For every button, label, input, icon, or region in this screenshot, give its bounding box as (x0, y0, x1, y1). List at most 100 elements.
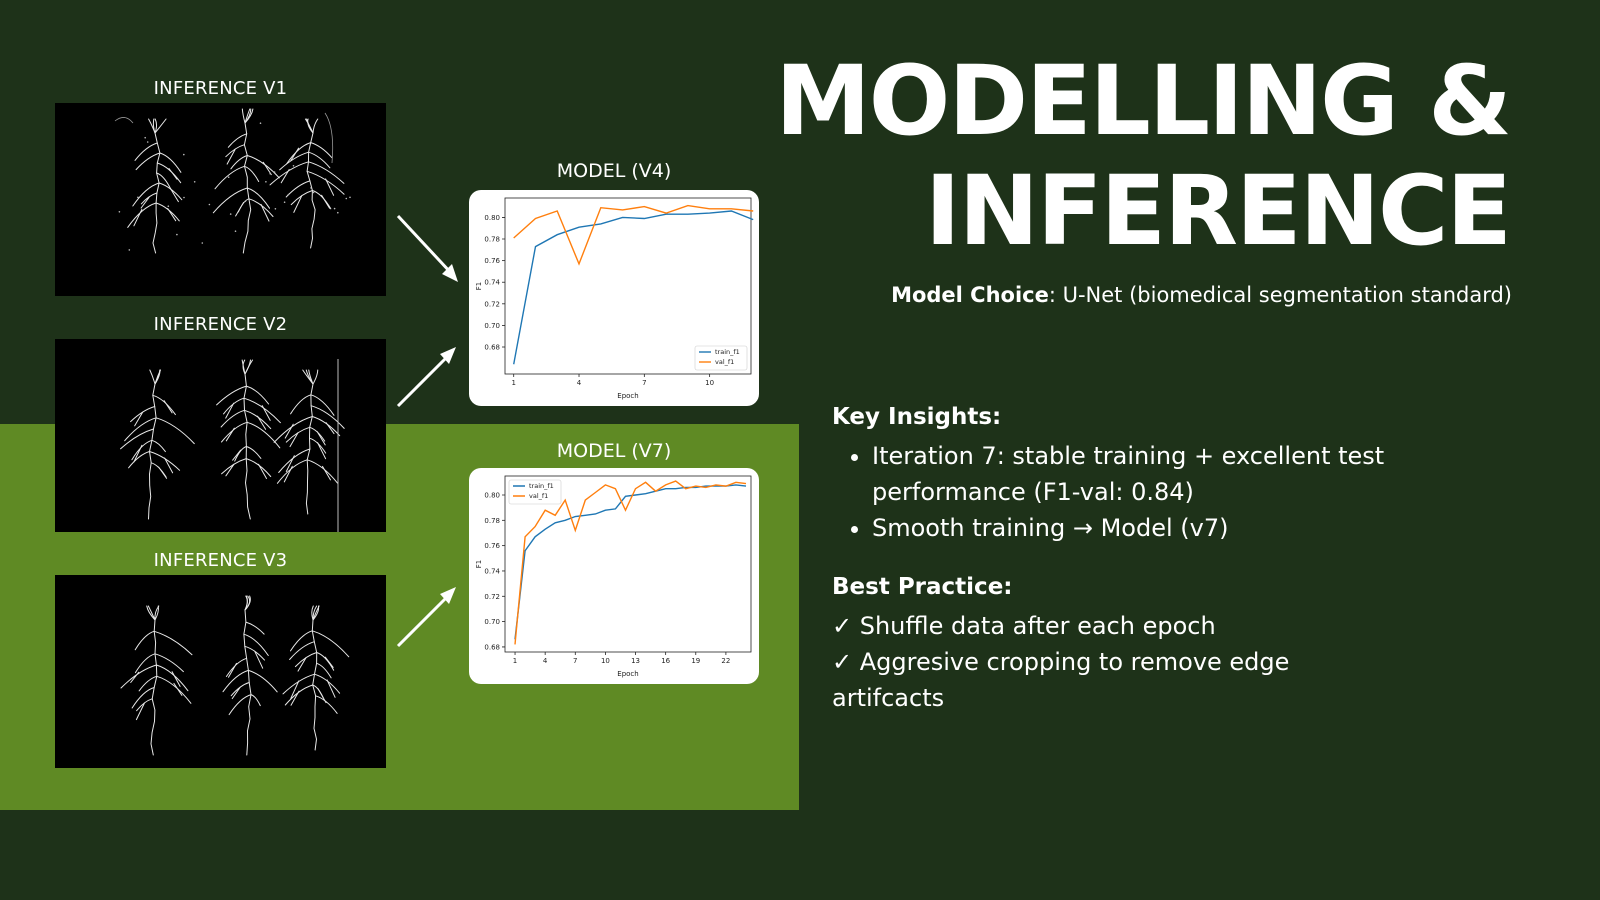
y-tick-label: 0.70 (484, 322, 500, 330)
lateral-root (140, 192, 158, 205)
lateral-root (247, 669, 278, 693)
lateral-root (167, 208, 177, 222)
model-choice-value: : U-Net (biomedical segmentation standar… (1048, 283, 1512, 307)
lateral-root (220, 409, 245, 428)
lateral-root (154, 653, 184, 673)
lateral-root (286, 142, 312, 165)
lateral-root (230, 682, 250, 697)
lateral-root (310, 142, 333, 159)
lateral-root (273, 416, 313, 443)
lateral-root (262, 161, 272, 176)
noise-speck (193, 181, 196, 183)
lateral-root (120, 664, 157, 689)
lateral-root (326, 679, 336, 698)
lateral-root (285, 180, 311, 198)
shoot (304, 118, 314, 134)
lateral-root (131, 439, 153, 461)
series-line-train_f1 (513, 210, 754, 365)
noise-speck (345, 197, 348, 200)
noise-speck (259, 122, 262, 124)
lateral-root (214, 165, 245, 190)
series-line-val_f1 (514, 480, 747, 645)
shoot (244, 108, 254, 124)
lateral-root (290, 147, 300, 162)
y-tick-label: 0.78 (484, 236, 500, 244)
lateral-root (246, 421, 281, 449)
plot-frame (504, 197, 752, 375)
lateral-root (225, 402, 235, 419)
lateral-root (136, 698, 153, 712)
shoot (154, 369, 162, 385)
lateral-root (289, 641, 315, 660)
lateral-root (133, 208, 143, 227)
noise-speck (118, 211, 121, 213)
lateral-root (246, 155, 280, 179)
lateral-root (290, 680, 300, 699)
lateral-root (134, 411, 144, 427)
lateral-root (225, 657, 248, 677)
key-insights-heading: Key Insights: (832, 404, 1002, 430)
lateral-root (290, 190, 313, 206)
noise-speck (274, 208, 277, 210)
lateral-root (245, 385, 270, 405)
y-tick-label: 0.68 (484, 643, 500, 651)
lateral-root (135, 702, 145, 721)
lateral-root (283, 465, 293, 483)
shoot (241, 359, 246, 375)
noise-speck (312, 191, 315, 194)
noise-speck (310, 187, 312, 189)
lateral-root (168, 168, 178, 180)
root-system (216, 359, 281, 520)
shoot (154, 118, 167, 134)
shoot (312, 369, 319, 385)
lateral-root (140, 196, 150, 209)
noise-speck (128, 249, 131, 251)
noise-speck (167, 205, 170, 207)
shoot (244, 595, 251, 611)
lateral-root (128, 451, 150, 469)
noise-speck (333, 207, 336, 210)
lateral-root (228, 662, 237, 678)
lateral-root (260, 203, 270, 222)
lateral-root (284, 423, 294, 439)
lateral-root (245, 458, 272, 477)
arrow-v2-to-v4 (390, 344, 465, 424)
lateral-root (132, 182, 160, 207)
lateral-root (325, 178, 335, 196)
lateral-root (120, 428, 154, 450)
list-item: Smooth training → Model (v7) (872, 510, 1432, 546)
noise-speck (234, 230, 237, 232)
list-item: ✓ Aggresive cropping to remove edge arti… (832, 648, 1290, 712)
lateral-root (159, 152, 182, 173)
lateral-root (316, 431, 326, 446)
noise-speck (269, 172, 271, 175)
lateral-root (278, 448, 311, 473)
lateral-root (321, 194, 331, 209)
shoot (152, 118, 156, 134)
lateral-root (316, 662, 332, 679)
noise-speck (227, 176, 230, 178)
inference-v3-image (55, 575, 386, 768)
lateral-root (309, 437, 327, 454)
lateral-root (225, 427, 235, 442)
shoot (149, 369, 156, 385)
series-line-train_f1 (514, 484, 747, 640)
noise-speck (349, 196, 351, 199)
lateral-root (261, 405, 271, 421)
lateral-root (245, 446, 262, 459)
inference-v1-label: INFERENCE V1 (153, 78, 288, 99)
lateral-root (156, 675, 192, 704)
y-tick-label: 0.78 (484, 517, 500, 525)
lateral-root (133, 444, 143, 463)
shoot (154, 605, 159, 621)
noise-speck (208, 203, 211, 206)
lateral-root (134, 653, 156, 674)
root-system (273, 369, 345, 515)
model-v4-label: MODEL (V4) (556, 160, 672, 182)
legend-entry: val_f1 (529, 492, 548, 500)
noise-speck (176, 233, 178, 236)
lateral-root (310, 394, 335, 416)
x-tick-label: 13 (631, 657, 640, 665)
